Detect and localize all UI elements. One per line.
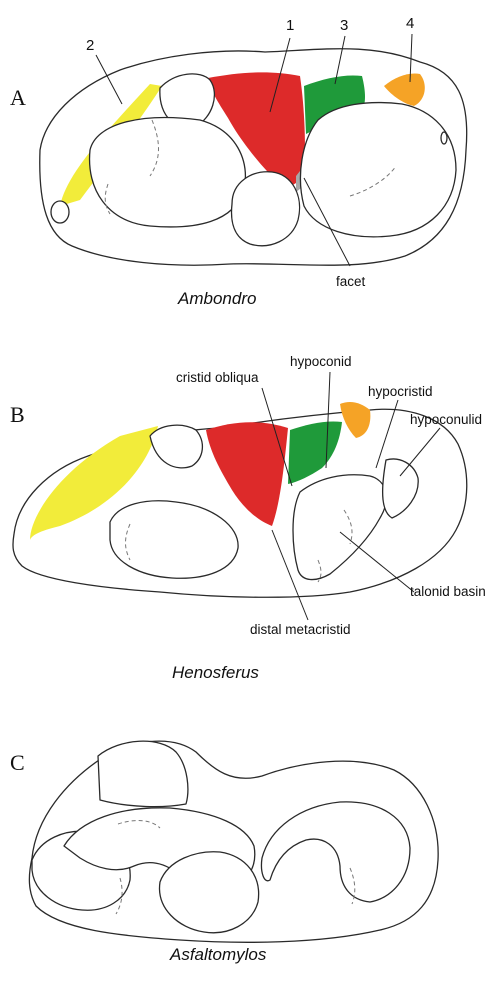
taxon-name-b: Henosferus xyxy=(172,663,259,682)
panel-b-letter: B xyxy=(10,402,25,427)
label-4: 4 xyxy=(406,15,414,32)
panel-a-trigonid-basin xyxy=(90,118,246,227)
crest-4-orange xyxy=(384,74,425,107)
panel-a: A 1 2 3 4 facet Ambondro xyxy=(10,15,467,308)
panel-b-trigonid-basin xyxy=(110,501,238,578)
panel-c-metaconid-cusp xyxy=(160,852,259,933)
leader-talonid-basin xyxy=(340,532,414,592)
panel-c-protoconid-cusp xyxy=(98,741,188,806)
label-hypoconulid: hypoconulid xyxy=(410,412,482,427)
panel-a-metaconid-cusp xyxy=(232,172,300,246)
panel-b-hypoconulid-lobe xyxy=(383,459,419,518)
b-crest-green xyxy=(288,421,342,484)
panel-a-small-notch xyxy=(441,132,447,144)
label-hypocristid: hypocristid xyxy=(368,384,433,399)
panel-a-letter: A xyxy=(10,85,26,110)
panel-b-talonid-basin xyxy=(293,475,386,580)
panel-b: B cristid obliqua hypoconid hypocristid … xyxy=(10,354,486,682)
label-talonid-basin: talonid basin xyxy=(410,584,486,599)
leader-hypoconulid xyxy=(400,428,440,476)
label-facet: facet xyxy=(336,274,366,289)
label-distal-metacristid: distal metacristid xyxy=(250,622,351,637)
label-cristid-obliqua: cristid obliqua xyxy=(176,370,259,385)
b-crest-red xyxy=(206,422,288,526)
taxon-name-c: Asfaltomylos xyxy=(169,945,267,964)
taxon-name-a: Ambondro xyxy=(177,289,256,308)
leader-hypocristid xyxy=(376,400,398,468)
panel-b-protoconid-cusp xyxy=(150,425,202,468)
panel-c-letter: C xyxy=(10,750,25,775)
panel-c: C Asfaltomylos xyxy=(10,741,438,964)
label-hypoconid: hypoconid xyxy=(290,354,352,369)
b-crest-orange xyxy=(340,402,370,438)
label-1: 1 xyxy=(286,17,294,34)
panel-c-talonid-cusp xyxy=(261,802,410,902)
label-2: 2 xyxy=(86,37,94,54)
label-3: 3 xyxy=(340,17,348,34)
panel-a-notch xyxy=(51,201,69,223)
